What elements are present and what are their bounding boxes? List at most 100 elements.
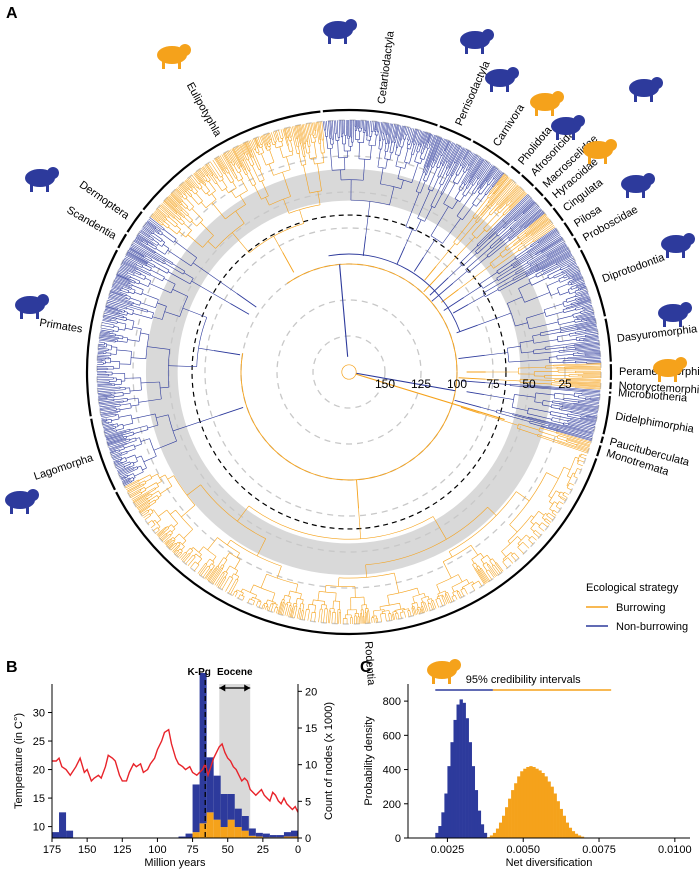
tree-branch-arc [217, 565, 220, 568]
subtree [430, 134, 435, 146]
subtree [315, 121, 322, 154]
subtree [530, 247, 569, 270]
tree-branch [105, 432, 127, 439]
subtree [98, 311, 149, 343]
subtree [300, 123, 311, 159]
tree-branch [549, 356, 557, 358]
tree-branch [393, 124, 398, 143]
tree-branch-arc [573, 468, 578, 477]
tree-branch [399, 612, 402, 619]
subtree [268, 602, 274, 612]
tree-branch [471, 160, 488, 185]
subtree [97, 386, 121, 389]
subtree [416, 130, 424, 152]
tree-branch [129, 283, 133, 285]
tree-branch [571, 273, 582, 278]
silhouette-leg [626, 189, 629, 198]
tree-branch [139, 231, 153, 241]
subtree [164, 533, 180, 549]
subtree [573, 275, 582, 280]
tree-branch [514, 394, 536, 398]
tree-branch [165, 199, 182, 215]
subtree [300, 610, 303, 620]
tree-branch [433, 163, 436, 168]
subtree [236, 146, 245, 161]
tree-branch-arc [382, 610, 390, 612]
subtree [110, 290, 126, 297]
tree-branch [457, 167, 463, 176]
tree-branch [170, 194, 182, 206]
tree-branch [269, 146, 271, 150]
tree-branch [100, 412, 118, 416]
subtree [576, 336, 599, 342]
tree-branch [276, 130, 280, 140]
tree-branch [116, 428, 124, 431]
tree-branch [417, 189, 431, 219]
tree-branch [464, 169, 468, 173]
subtree [257, 136, 263, 147]
subtree [570, 281, 585, 288]
tree-branch [146, 221, 156, 229]
tree-branch [130, 491, 141, 498]
tree-branch [548, 495, 552, 499]
subtree [469, 159, 485, 183]
subtree [493, 176, 509, 195]
subtree [480, 168, 501, 195]
subtree [551, 382, 601, 387]
subtree [581, 453, 587, 457]
subtree [494, 195, 530, 230]
subtree [461, 151, 472, 168]
tree-branch [239, 171, 244, 179]
subtree [409, 129, 421, 164]
tree-branch [497, 279, 514, 289]
subtree [550, 411, 597, 423]
tree-branch [557, 441, 589, 452]
devil-icon [661, 233, 695, 258]
subtree [124, 257, 137, 265]
tree-branch [117, 321, 127, 325]
subtree [480, 559, 498, 580]
time-tick-label: 125 [411, 377, 431, 391]
clade-subtree-dermoptera [135, 217, 257, 308]
clade-subtree-lagomorpha [100, 407, 244, 486]
subtree [507, 557, 514, 564]
tree-branch [459, 158, 464, 165]
subtree [559, 403, 599, 411]
subtree [523, 201, 536, 214]
subtree [441, 141, 452, 164]
subtree [513, 217, 549, 245]
subtree [511, 555, 517, 561]
tree-branch [486, 167, 498, 182]
clade-label: Diprotodontia [601, 251, 667, 285]
tree-branch [452, 304, 469, 314]
subtree [553, 364, 601, 367]
tree-branch [174, 240, 197, 258]
subtree [261, 602, 266, 610]
subtree [166, 195, 193, 221]
tree-branch [393, 614, 395, 620]
hyrax-icon [551, 115, 585, 140]
subtree [578, 397, 600, 402]
subtree [443, 140, 449, 151]
subtree [569, 383, 601, 387]
subtree [534, 400, 599, 418]
subtree [109, 288, 141, 302]
subtree [135, 235, 156, 250]
subtree [135, 224, 192, 267]
tree-branch [575, 386, 601, 389]
tree-branch [197, 170, 206, 182]
tree-branch [234, 147, 247, 170]
tree-branch [518, 423, 540, 431]
subtree [146, 221, 160, 232]
subtree [476, 194, 528, 246]
tree-branch [129, 488, 141, 496]
subtree [509, 193, 528, 211]
tree-branch [176, 188, 182, 194]
subtree [107, 437, 150, 459]
subtree [137, 235, 154, 246]
subtree [149, 217, 165, 230]
subtree [577, 282, 585, 286]
tree-branch [127, 339, 140, 342]
subtree [481, 568, 491, 582]
subtree [97, 311, 197, 416]
